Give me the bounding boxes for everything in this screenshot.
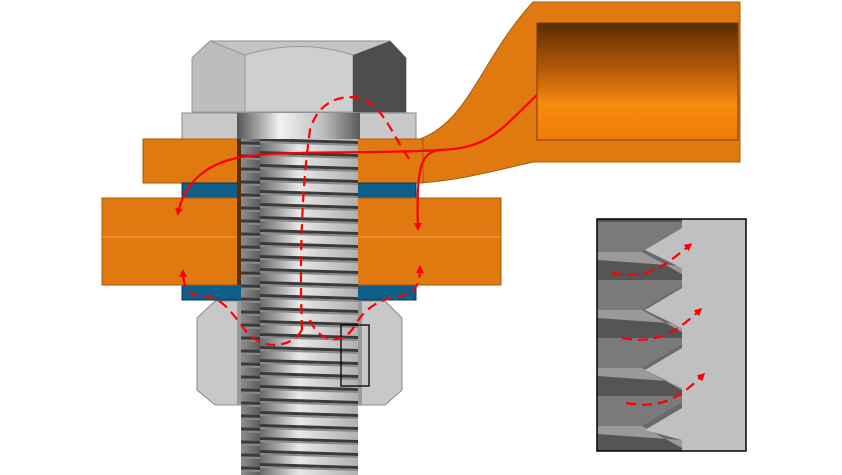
current-paths — [175, 94, 706, 406]
bolt-shank — [237, 113, 360, 139]
current-path-solid-left — [175, 94, 538, 216]
thread-detail-inset — [596, 218, 747, 452]
lug-barrel — [536, 22, 739, 141]
detail-marker-box — [340, 324, 370, 387]
current-path-dashed-bolt — [299, 96, 411, 331]
current-path-dashed-right — [308, 265, 424, 341]
bolt-head — [191, 40, 407, 113]
current-path-solid-down — [413, 148, 441, 231]
bolt-thread — [241, 139, 358, 475]
